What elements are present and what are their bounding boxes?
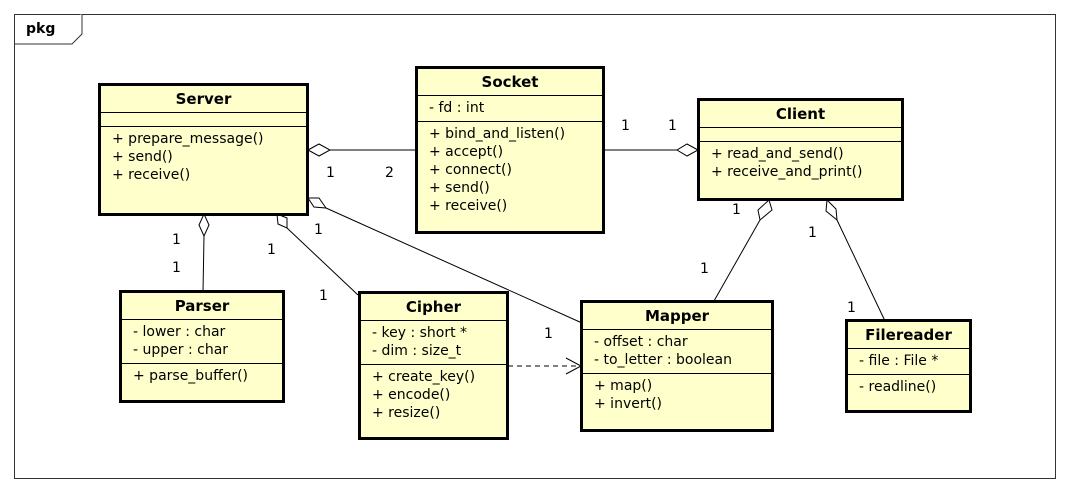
operation: + send() (112, 149, 173, 165)
class-name: Socket (418, 69, 602, 96)
edge-client-filereader (836, 219, 886, 322)
class-socket[interactable]: Socket - fd : int + bind_and_listen() + … (415, 66, 605, 234)
mult-client-mapper-whole: 1 (732, 202, 741, 218)
aggregation-diamond-client-socket (676, 143, 700, 157)
class-filereader[interactable]: Filereader - file : File * - readline() (845, 319, 972, 413)
mult-server-socket-whole: 1 (326, 165, 335, 181)
package-label: pkg (26, 21, 56, 37)
edge-server-mapper (325, 207, 583, 324)
class-name: Server (101, 86, 306, 113)
attribute: - to_letter : boolean (594, 352, 732, 368)
mult-server-cipher-whole: 1 (267, 242, 276, 258)
attribute: - offset : char (594, 334, 688, 350)
attribute: - fd : int (429, 100, 485, 116)
class-name: Parser (122, 293, 282, 320)
aggregation-diamond-client-filereader (825, 198, 838, 222)
operations-section: + read_and_send() + receive_and_print() (700, 142, 901, 185)
mult-client-filereader-whole: 1 (808, 225, 817, 241)
operations-section: - readline() (848, 375, 969, 400)
attributes-section: - key : short * - dim : size_t (361, 321, 506, 365)
mult-server-parser-part: 1 (172, 260, 181, 276)
class-name: Client (700, 101, 901, 128)
attributes-section: - fd : int (418, 96, 602, 122)
operations-section: + create_key() + encode() + resize() (361, 365, 506, 426)
mult-server-parser-whole: 1 (172, 232, 181, 248)
edge-server-parser (202, 235, 205, 293)
mult-client-mapper-part: 1 (700, 261, 709, 277)
attribute: - key : short * (372, 325, 468, 341)
class-cipher[interactable]: Cipher - key : short * - dim : size_t + … (358, 291, 509, 440)
operations-section: + prepare_message() + send() + receive() (101, 127, 306, 188)
attributes-section (700, 128, 901, 142)
class-mapper[interactable]: Mapper - offset : char - to_letter : boo… (580, 300, 774, 432)
aggregation-diamond-server-cipher (276, 213, 288, 229)
package-frame (14, 14, 1056, 479)
operation: + map() (594, 378, 653, 394)
operation: + connect() (429, 162, 512, 178)
class-server[interactable]: Server + prepare_message() + send() + re… (98, 83, 309, 216)
class-name: Filereader (848, 322, 969, 349)
aggregation-diamond-client-mapper (757, 199, 773, 221)
mult-client-socket-part: 1 (621, 118, 630, 134)
attributes-section (101, 113, 306, 127)
operation: + accept() (429, 144, 504, 160)
package-tab (14, 14, 83, 45)
attributes-section: - file : File * (848, 349, 969, 375)
mult-server-mapper-part: 1 (544, 326, 553, 342)
operation: + receive_and_print() (711, 164, 863, 180)
mult-server-mapper-whole: 1 (314, 222, 323, 238)
aggregation-diamond-server-parser (198, 212, 210, 238)
class-name: Cipher (361, 294, 506, 321)
operation: + receive() (429, 198, 508, 214)
attribute: - upper : char (133, 342, 229, 358)
attributes-section: - lower : char - upper : char (122, 320, 282, 364)
operation: + bind_and_listen() (429, 126, 566, 142)
attribute: - file : File * (859, 353, 939, 369)
aggregation-diamond-server-socket (306, 143, 332, 157)
operation: + prepare_message() (112, 131, 264, 147)
operation: + receive() (112, 167, 191, 183)
operation: + read_and_send() (711, 146, 844, 162)
class-name: Mapper (583, 303, 771, 330)
class-client[interactable]: Client + read_and_send() + receive_and_p… (697, 98, 904, 201)
operations-section: + parse_buffer() (122, 364, 282, 389)
operation: + encode() (372, 387, 451, 403)
operation: + send() (429, 180, 490, 196)
edge-client-mapper (713, 219, 761, 302)
operations-section: + bind_and_listen() + accept() + connect… (418, 122, 602, 219)
edge-server-cipher (286, 227, 359, 296)
mult-client-filereader-part: 1 (847, 300, 856, 316)
operations-section: + map() + invert() (583, 374, 771, 417)
mult-client-socket-whole: 1 (668, 118, 677, 134)
attribute: - lower : char (133, 324, 226, 340)
attribute: - dim : size_t (372, 343, 462, 359)
operation: + invert() (594, 396, 663, 412)
mult-server-cipher-part: 1 (319, 288, 328, 304)
class-parser[interactable]: Parser - lower : char - upper : char + p… (119, 290, 285, 403)
operation: + resize() (372, 405, 441, 421)
aggregation-diamond-server-mapper (307, 197, 328, 209)
mult-server-socket-part: 2 (385, 165, 394, 181)
attributes-section: - offset : char - to_letter : boolean (583, 330, 771, 374)
operation: + parse_buffer() (133, 368, 249, 384)
operation: - readline() (859, 379, 937, 395)
operation: + create_key() (372, 369, 476, 385)
